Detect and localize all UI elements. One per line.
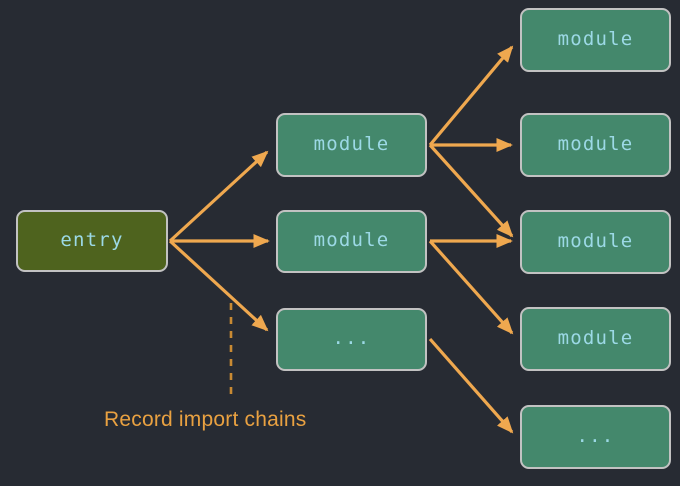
node-right-module-3[interactable]: module: [520, 210, 671, 274]
node-entry[interactable]: entry: [16, 210, 168, 272]
edge-ellipsis-to-right-ellipsis: [428, 337, 514, 434]
node-ellipsis-middle[interactable]: ...: [276, 308, 427, 371]
edge-module-1-to-right-1: [428, 45, 514, 147]
edge-module-2-to-right-4: [428, 239, 514, 335]
node-module-1[interactable]: module: [276, 113, 427, 177]
node-entry-label: entry: [60, 228, 124, 251]
node-ellipsis-middle-label: ...: [332, 327, 371, 349]
node-right-module-4-label: module: [557, 326, 634, 349]
node-module-1-label: module: [313, 132, 390, 155]
edge-module-1-to-right-3: [428, 143, 514, 238]
node-module-2-label: module: [313, 229, 390, 251]
node-right-module-3-label: module: [557, 229, 634, 252]
annotation-record-import-chains: Record import chains: [104, 408, 307, 431]
node-right-module-1[interactable]: module: [520, 8, 671, 72]
node-right-module-2-label: module: [557, 132, 634, 155]
edge-entry-to-module-1: [168, 150, 269, 243]
node-right-ellipsis[interactable]: ...: [520, 405, 671, 469]
node-right-module-4[interactable]: module: [520, 307, 671, 371]
node-right-module-2[interactable]: module: [520, 113, 671, 177]
node-right-ellipsis-label: ...: [576, 424, 615, 447]
node-module-2[interactable]: module: [276, 210, 427, 273]
node-right-module-1-label: module: [557, 27, 634, 50]
edge-entry-to-ellipsis: [168, 239, 269, 332]
